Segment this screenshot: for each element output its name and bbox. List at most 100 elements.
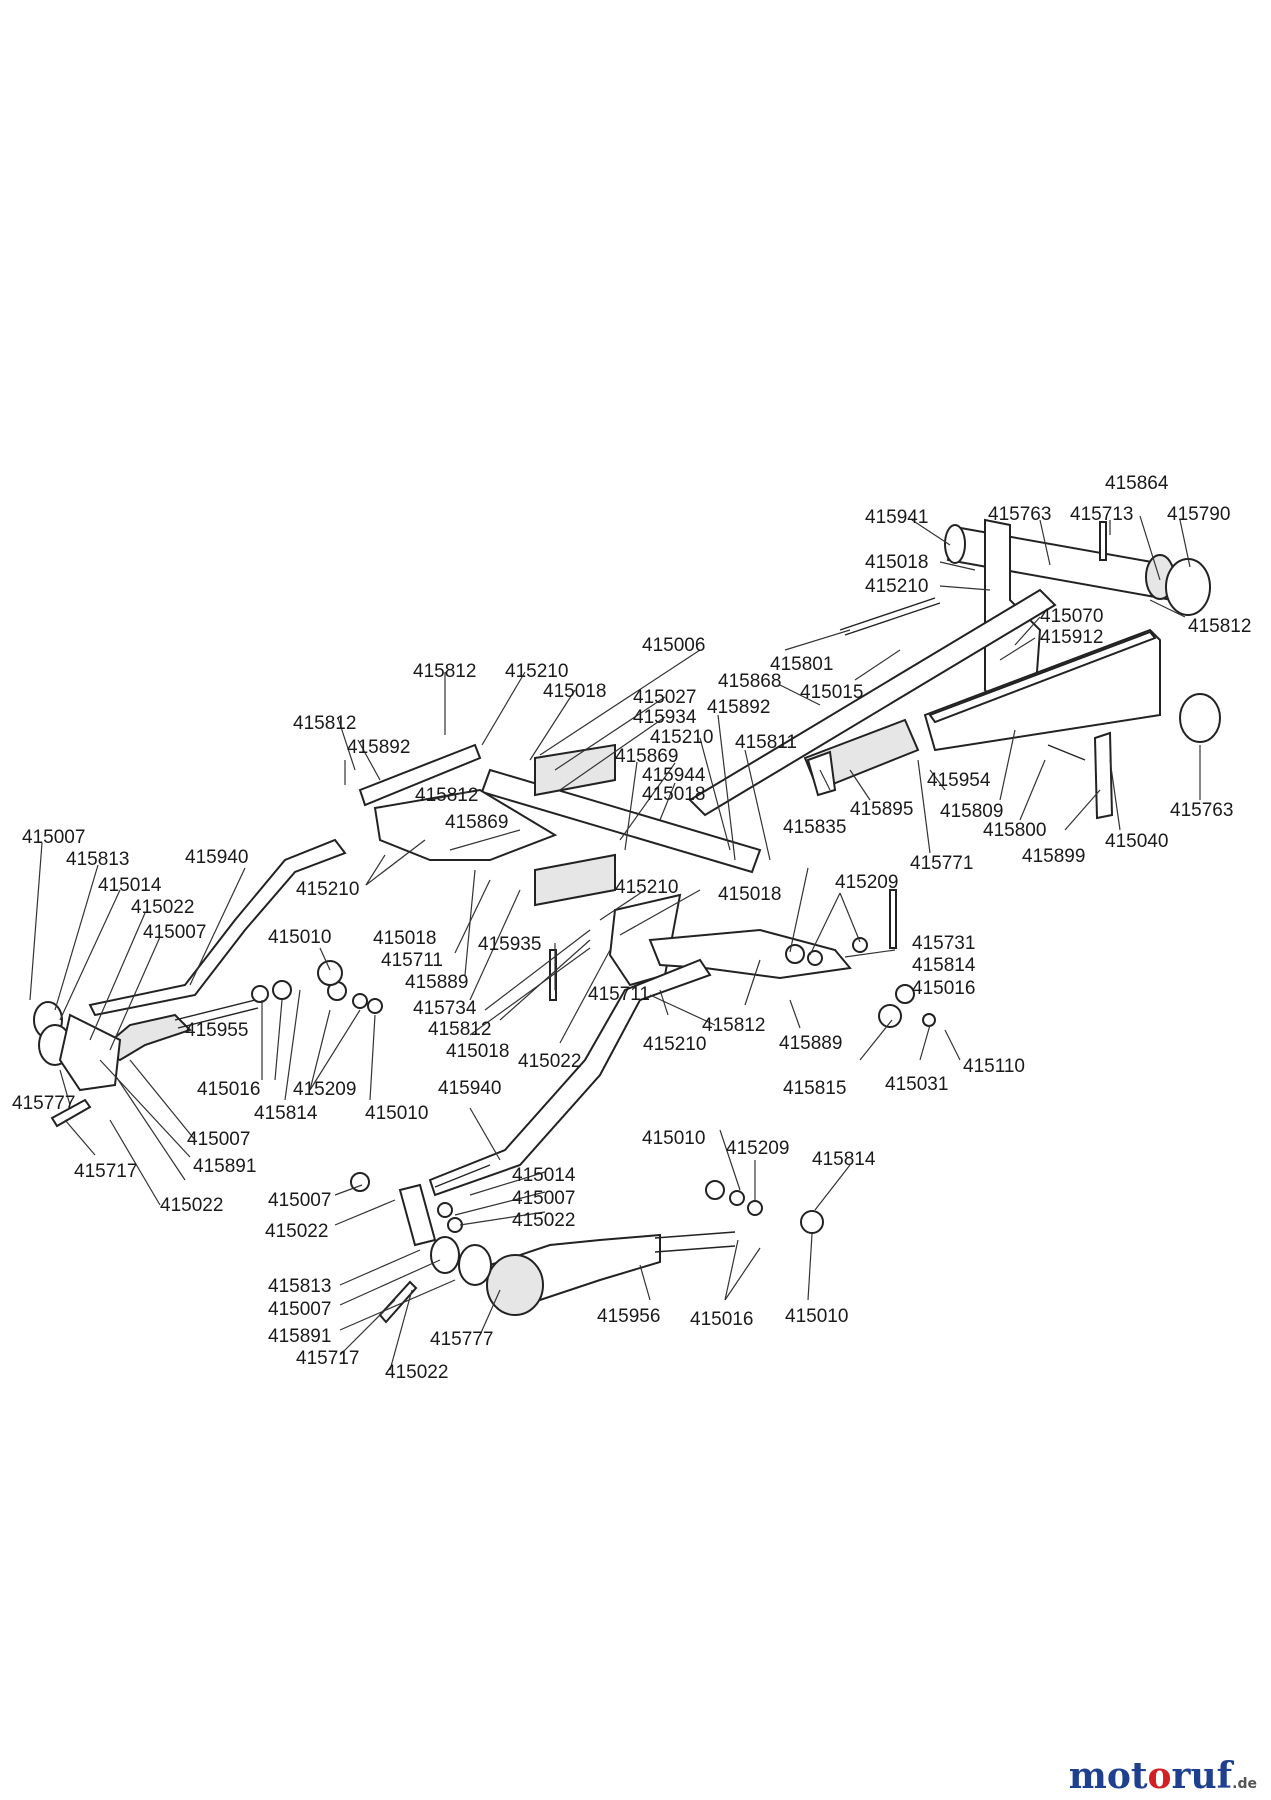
part-label: 415869: [615, 746, 678, 767]
part-label: 415014: [98, 875, 162, 896]
part-label: 415944: [642, 765, 706, 786]
part-label: 415018: [718, 884, 781, 905]
part-label: 415809: [940, 801, 1003, 822]
part-label: 415955: [185, 1020, 248, 1041]
part-label: 415018: [642, 784, 705, 805]
part-label: 415813: [268, 1276, 331, 1297]
part-label: 415935: [478, 934, 541, 955]
part-label: 415018: [865, 552, 928, 573]
part-label: 415891: [268, 1326, 331, 1347]
part-label: 415812: [702, 1015, 765, 1036]
part-label: 415814: [254, 1103, 318, 1124]
part-label: 415018: [446, 1041, 509, 1062]
part-label: 415777: [430, 1329, 493, 1350]
part-label: 415007: [187, 1129, 250, 1150]
part-label: 415022: [518, 1051, 581, 1072]
part-label: 415006: [642, 635, 705, 656]
part-label: 415940: [438, 1078, 501, 1099]
part-label: 415016: [197, 1079, 260, 1100]
part-label: 415954: [927, 770, 991, 791]
part-label: 415040: [1105, 831, 1168, 852]
part-label: 415889: [779, 1033, 842, 1054]
part-label: 415763: [1170, 800, 1233, 821]
part-label: 415812: [428, 1019, 491, 1040]
part-label: 415812: [1188, 616, 1251, 637]
brand-logo: motoruf.de: [1068, 1755, 1257, 1797]
part-label: 415007: [268, 1190, 331, 1211]
part-label: 415763: [988, 504, 1051, 525]
part-label: 415912: [1040, 627, 1103, 648]
part-label: 415210: [650, 727, 713, 748]
part-label: 415209: [835, 872, 898, 893]
part-label: 415010: [642, 1128, 705, 1149]
part-label: 415899: [1022, 846, 1085, 867]
part-label: 415010: [365, 1103, 428, 1124]
part-label: 415813: [66, 849, 129, 870]
part-label: 415711: [381, 950, 443, 971]
part-label: 415014: [512, 1165, 576, 1186]
part-label: 415022: [265, 1221, 328, 1242]
part-label: 415869: [445, 812, 508, 833]
part-label: 415210: [505, 661, 568, 682]
part-label: 415210: [643, 1034, 706, 1055]
part-label: 415022: [131, 897, 194, 918]
part-label: 415731: [912, 933, 975, 954]
part-label: 415940: [185, 847, 248, 868]
part-label: 415210: [865, 576, 928, 597]
part-labels: 415864 415941 415763 415713 415790 41501…: [12, 473, 1251, 1383]
part-label: 415868: [718, 671, 781, 692]
part-label: 415895: [850, 799, 913, 820]
part-label: 415210: [296, 879, 359, 900]
part-label: 415713: [1070, 504, 1133, 525]
part-label: 415031: [885, 1074, 948, 1095]
part-label: 415835: [783, 817, 846, 838]
part-label: 415010: [268, 927, 331, 948]
part-label: 415210: [615, 877, 678, 898]
part-label: 415007: [143, 922, 206, 943]
leader-lines: [29, 515, 1201, 1371]
part-label: 415814: [912, 955, 976, 976]
part-label: 415941: [865, 507, 928, 528]
part-label: 415018: [543, 681, 606, 702]
part-label: 415110: [963, 1056, 1025, 1077]
part-label: 415891: [193, 1156, 256, 1177]
part-label: 415812: [293, 713, 356, 734]
part-label: 415209: [293, 1079, 356, 1100]
exploded-assembly-drawing: [33, 518, 1221, 1324]
part-label: 415889: [405, 972, 468, 993]
part-label: 415812: [413, 661, 476, 682]
part-label: 415007: [512, 1188, 575, 1209]
part-label: 415800: [983, 820, 1046, 841]
part-label: 415934: [633, 707, 697, 728]
part-label: 415022: [160, 1195, 223, 1216]
part-label: 415717: [74, 1161, 137, 1182]
part-label: 415022: [512, 1210, 575, 1231]
part-label: 415027: [633, 687, 696, 708]
part-label: 415812: [415, 785, 478, 806]
part-label: 415892: [347, 737, 410, 758]
part-label: 415815: [783, 1078, 846, 1099]
part-label: 415209: [726, 1138, 789, 1159]
part-label: 415734: [413, 998, 477, 1019]
part-label: 415956: [597, 1306, 660, 1327]
part-label: 415790: [1167, 504, 1230, 525]
part-label: 415771: [910, 853, 973, 874]
part-label: 415814: [812, 1149, 876, 1170]
part-label: 415070: [1040, 606, 1103, 627]
part-label: 415007: [268, 1299, 331, 1320]
part-label: 415892: [707, 697, 770, 718]
part-label: 415801: [770, 654, 833, 675]
part-label: 415016: [690, 1309, 753, 1330]
part-label: 415864: [1105, 473, 1169, 494]
part-label: 415022: [385, 1362, 448, 1383]
part-label: 415018: [373, 928, 436, 949]
part-label: 415811: [735, 732, 797, 753]
part-label: 415717: [296, 1348, 359, 1369]
part-label: 415010: [785, 1306, 848, 1327]
part-label: 415777: [12, 1093, 75, 1114]
part-label: 415015: [800, 682, 863, 703]
part-label: 415711: [588, 984, 650, 1005]
part-label: 415016: [912, 978, 975, 999]
part-label: 415007: [22, 827, 85, 848]
